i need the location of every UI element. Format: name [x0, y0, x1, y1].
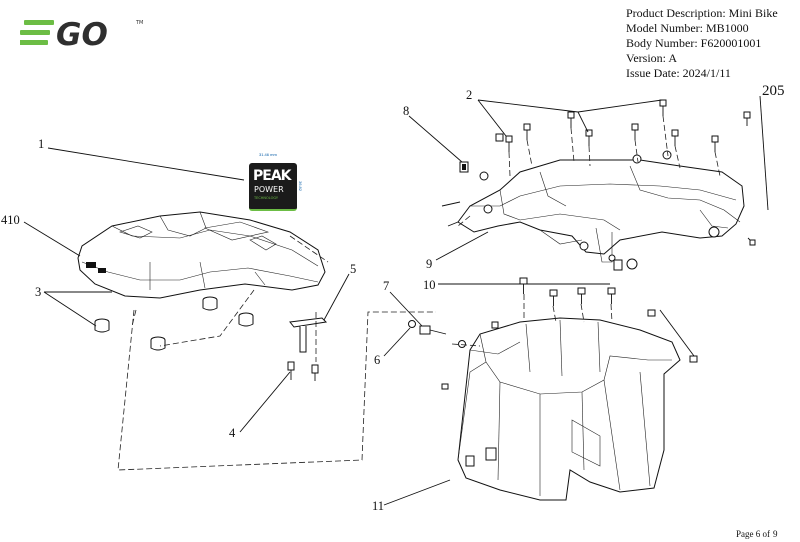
- callout-5: 5: [350, 262, 357, 276]
- callout-8: 8: [403, 104, 410, 118]
- callout-2: 2: [466, 88, 473, 102]
- document-header: Product Description: Mini Bike Model Num…: [626, 6, 778, 81]
- issue-date: Issue Date: 2024/1/11: [626, 66, 731, 80]
- peak-power-badge: 31.46 mm 36.82 mm PEAK POWER TECHNOLOGY: [247, 152, 303, 211]
- assembly-dashed-lines: [117, 115, 721, 471]
- page-number-total: 9: [773, 529, 778, 539]
- badge-width-dimension: 31.46 mm: [259, 152, 277, 157]
- svg-text:TM: TM: [135, 20, 143, 26]
- screw-set-top: [505, 99, 751, 164]
- callout-410: 410: [1, 213, 20, 227]
- leader-lines: [23, 95, 769, 506]
- frame-fasteners: [441, 201, 756, 271]
- callout-9: 9: [426, 257, 433, 271]
- body-number: Body Number: F620001001: [626, 36, 762, 50]
- badge-line-1: PEAK: [253, 168, 292, 184]
- battery-housing: [457, 317, 681, 501]
- model-number: Model Number: MB1000: [626, 21, 749, 35]
- bolt-and-washers: [408, 320, 466, 348]
- ego-logo: GO TM: [20, 17, 143, 50]
- badge-line-2: POWER: [254, 185, 284, 194]
- product-description: Product Description: Mini Bike: [626, 6, 778, 20]
- badge-line-3: TECHNOLOGY: [254, 196, 279, 200]
- upper-frame-bracket: [457, 159, 745, 263]
- page-number-label: Page 6 of: [736, 529, 770, 539]
- callout-11: 11: [372, 499, 385, 513]
- mounting-bracket: [287, 317, 328, 381]
- callout-7: 7: [383, 279, 390, 293]
- callout-6: 6: [374, 353, 381, 367]
- badge-plate: PEAK POWER TECHNOLOGY: [249, 163, 297, 211]
- page-code: 205: [762, 83, 785, 99]
- version: Version: A: [626, 51, 677, 65]
- screw-set-mid: [441, 277, 698, 390]
- svg-text:GO: GO: [56, 17, 108, 50]
- clip-nut: [459, 133, 504, 181]
- callout-3: 3: [35, 285, 42, 299]
- callout-4: 4: [229, 426, 236, 440]
- callout-1: 1: [38, 137, 45, 151]
- rubber-grommets: [94, 296, 254, 351]
- front-fairing-cover: [77, 211, 326, 299]
- callout-10: 10: [423, 278, 436, 292]
